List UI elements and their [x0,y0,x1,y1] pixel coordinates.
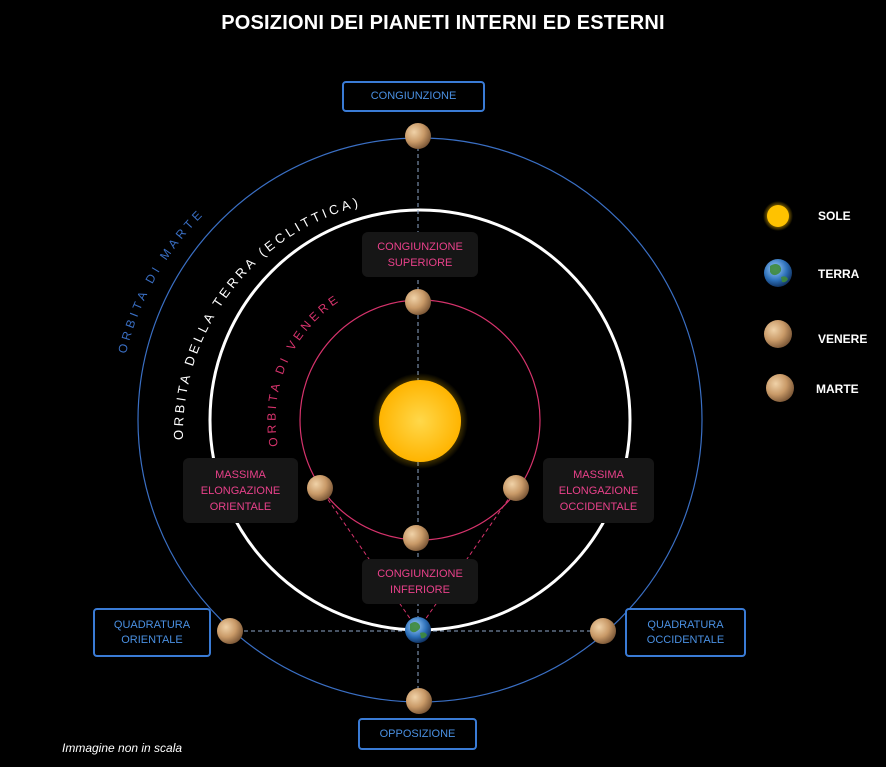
earth-land [410,622,427,639]
mars-conjunction-icon [405,123,431,149]
legend-earth-label: TERRA [818,267,860,281]
legend-mars-label: MARTE [816,382,859,396]
legend-venus-label: VENERE [818,332,868,346]
legend-earth-land [770,264,788,283]
legend-sun-label: SOLE [818,209,851,223]
page-title: POSIZIONI DEI PIANETI INTERNI ED ESTERNI [221,12,665,34]
venus-superior-conjunction-icon [405,289,431,315]
venus-inferior-conjunction-icon [403,525,429,551]
venus-western-elongation-icon [503,475,529,501]
mars-eastern-quadrature-icon [217,618,243,644]
sun-icon [379,380,461,462]
mars-opposition-icon [406,688,432,714]
opposition-label: OPPOSIZIONE [358,718,477,750]
scale-note: Immagine non in scala [62,741,183,755]
legend-venus-icon [764,320,792,348]
legend-sun-icon [767,205,789,227]
conjunction-label: CONGIUNZIONE [342,81,485,112]
venus-orbit-label: ORBITA DI VENERE [264,291,343,448]
venus-eastern-elongation-icon [307,475,333,501]
legend-mars-icon [766,374,794,402]
mars-western-quadrature-icon [590,618,616,644]
